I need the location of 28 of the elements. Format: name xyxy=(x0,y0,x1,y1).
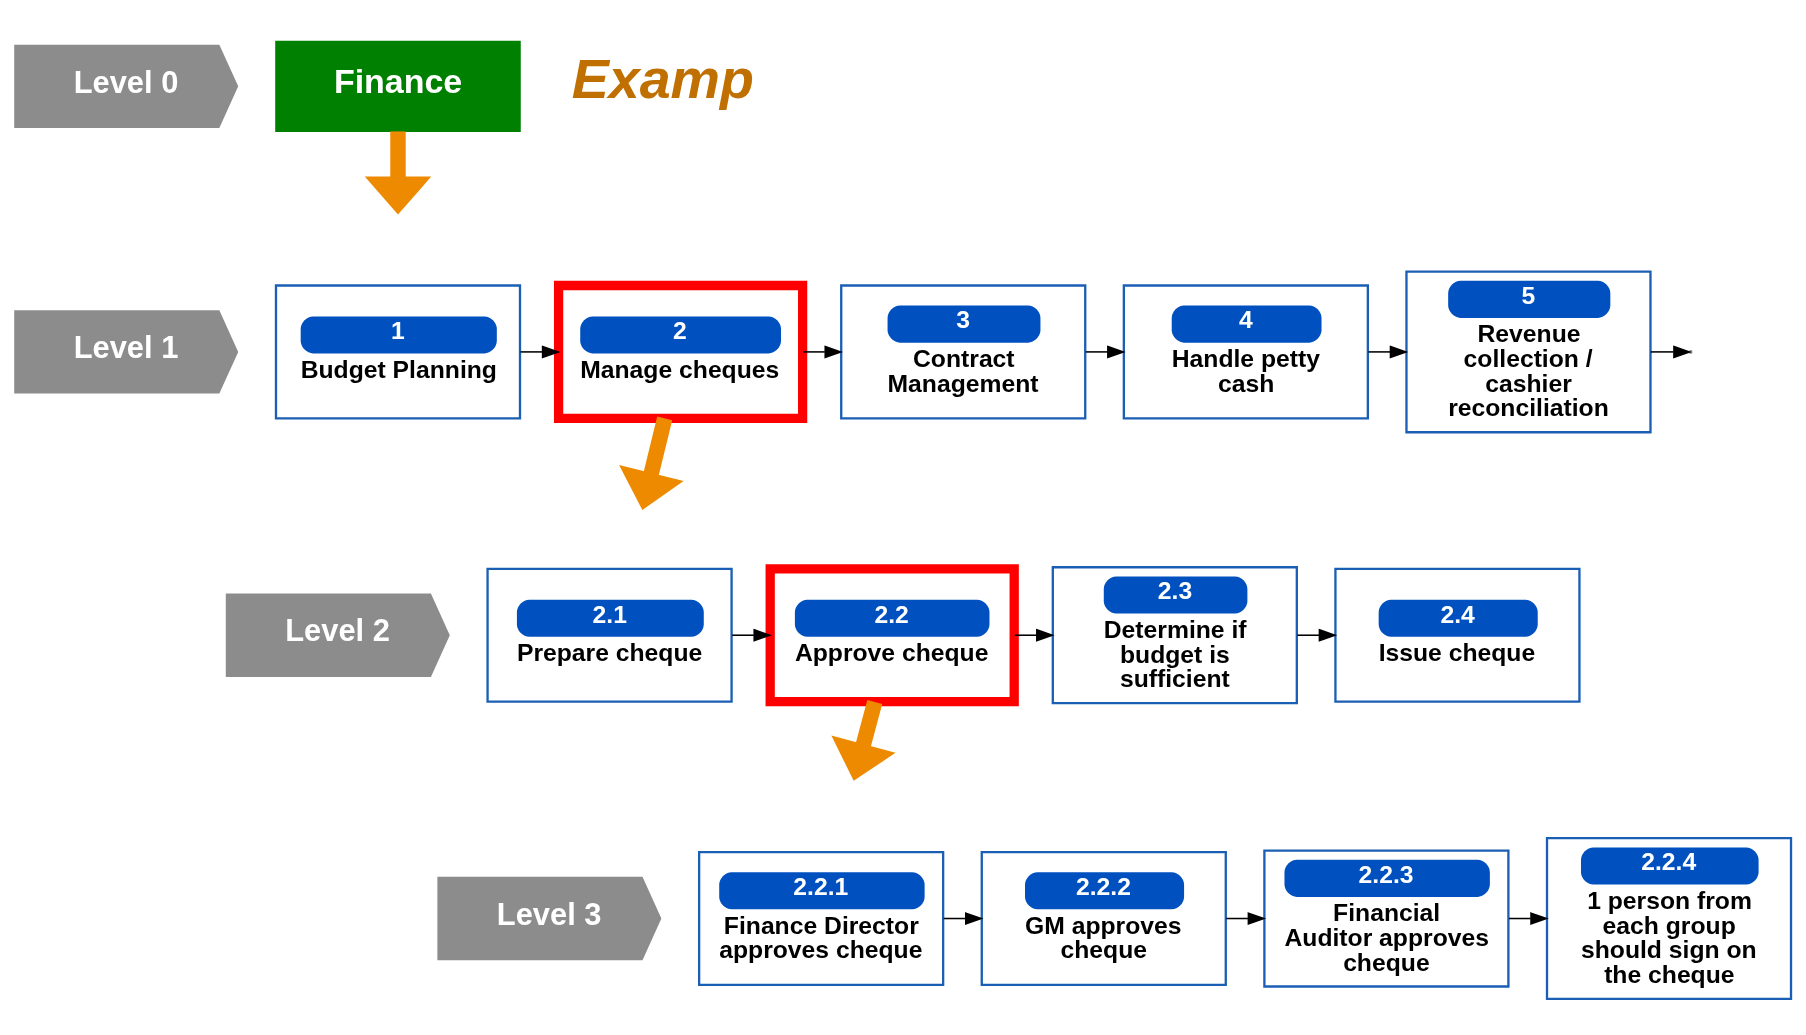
node-box: Finance xyxy=(275,40,521,132)
node-box: 2.2.2 GM approves cheque xyxy=(980,850,1227,987)
node-box: 2.2.3 Financial Auditor approves cheque xyxy=(1263,849,1510,988)
arrow xyxy=(1085,345,1126,359)
arrow xyxy=(831,700,896,781)
arrow xyxy=(1508,912,1549,925)
arrow xyxy=(1225,912,1267,925)
node-box: 5 Revenue collection / cashier reconciliation xyxy=(1405,270,1652,434)
arrow xyxy=(364,131,432,215)
arrow xyxy=(802,345,843,359)
arrow xyxy=(1296,628,1338,642)
arrow xyxy=(942,912,984,925)
node-box: 2.2 Approve cheque xyxy=(765,564,1019,707)
arrow xyxy=(1013,628,1055,642)
node-box: 2.4 Issue cheque xyxy=(1334,567,1581,703)
arrow xyxy=(1367,345,1409,359)
arrow xyxy=(519,345,561,359)
node-box: 3 Contract Management xyxy=(840,284,1087,420)
node-box: 2.1 Prepare cheque xyxy=(486,567,733,703)
arrow xyxy=(619,416,684,510)
node-box: 2.3 Determine if budget is sufficient xyxy=(1051,566,1298,705)
node-box: 4 Handle petty cash xyxy=(1122,284,1369,420)
label: Examp xyxy=(571,48,754,111)
node-box: 2 Manage cheques xyxy=(553,280,808,423)
node-box: 2.2.4 1 person from each group should sign on the cheque xyxy=(1545,837,1793,1000)
node-box: 2.2.1 Finance Director approves cheque xyxy=(698,850,945,987)
node-box: 1 Budget Planning xyxy=(274,284,522,420)
arrow xyxy=(731,628,772,642)
